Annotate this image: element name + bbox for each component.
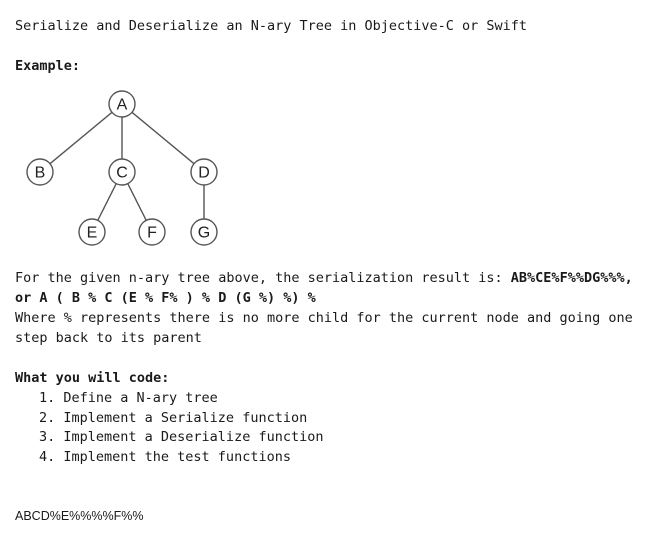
tree-diagram: A B C D E F G [26,90,218,246]
percent-explanation-line2: step back to its parent [15,330,202,346]
tree-node-label: C [116,165,128,182]
percent-explanation-line1: Where % represents there is no more chil… [15,310,633,326]
tree-node-label: G [198,225,210,242]
code-steps-list: 1. Define a N-ary tree 2. Implement a Se… [39,389,323,468]
serialization-result-prefix: For the given n-ary tree above, the seri… [15,270,511,286]
tree-node-f: F [138,218,166,246]
code-step-item: 4. Implement the test functions [39,449,291,466]
tree-node-g: G [190,218,218,246]
tree-node-c: C [108,158,136,186]
tree-node-label: F [147,225,157,242]
tree-edge-c-e [97,183,117,221]
code-step-item: 3. Implement a Deserialize function [39,429,324,446]
tree-node-label: B [35,165,46,182]
code-step-item: 1. Define a N-ary tree [39,390,218,406]
tree-node-circle [108,90,136,118]
tree-edge-c-f [127,183,147,221]
tree-node-circle [138,218,166,246]
serialization-result-line: For the given n-ary tree above, the seri… [15,270,633,286]
tree-node-e: E [78,218,106,246]
tree-node-circle [108,158,136,186]
bottom-serialized-string: ABCD%E%%%%F%% [15,509,144,523]
serialization-alt-form: or A ( B % C (E % F% ) % D (G %) %) % [15,290,316,306]
tree-node-circle [26,158,54,186]
tree-node-label: E [87,225,98,242]
tree-edge-a-b [49,111,113,165]
code-section-label: What you will code: [15,370,170,386]
tree-node-circle [190,218,218,246]
example-label: Example: [15,58,81,74]
tree-node-b: B [26,158,54,186]
tree-node-a: A [108,90,136,118]
tree-node-circle [78,218,106,246]
tree-node-circle [190,158,218,186]
tree-node-label: A [117,97,128,114]
tree-node-d: D [190,158,218,186]
tree-node-label: D [198,165,210,182]
page-title: Serialize and Deserialize an N-ary Tree … [15,18,528,34]
code-step-item: 2. Implement a Serialize function [39,409,308,426]
serialization-result-value: AB%CE%F%%DG%%%, [510,270,633,286]
tree-edge-a-d [131,111,195,165]
